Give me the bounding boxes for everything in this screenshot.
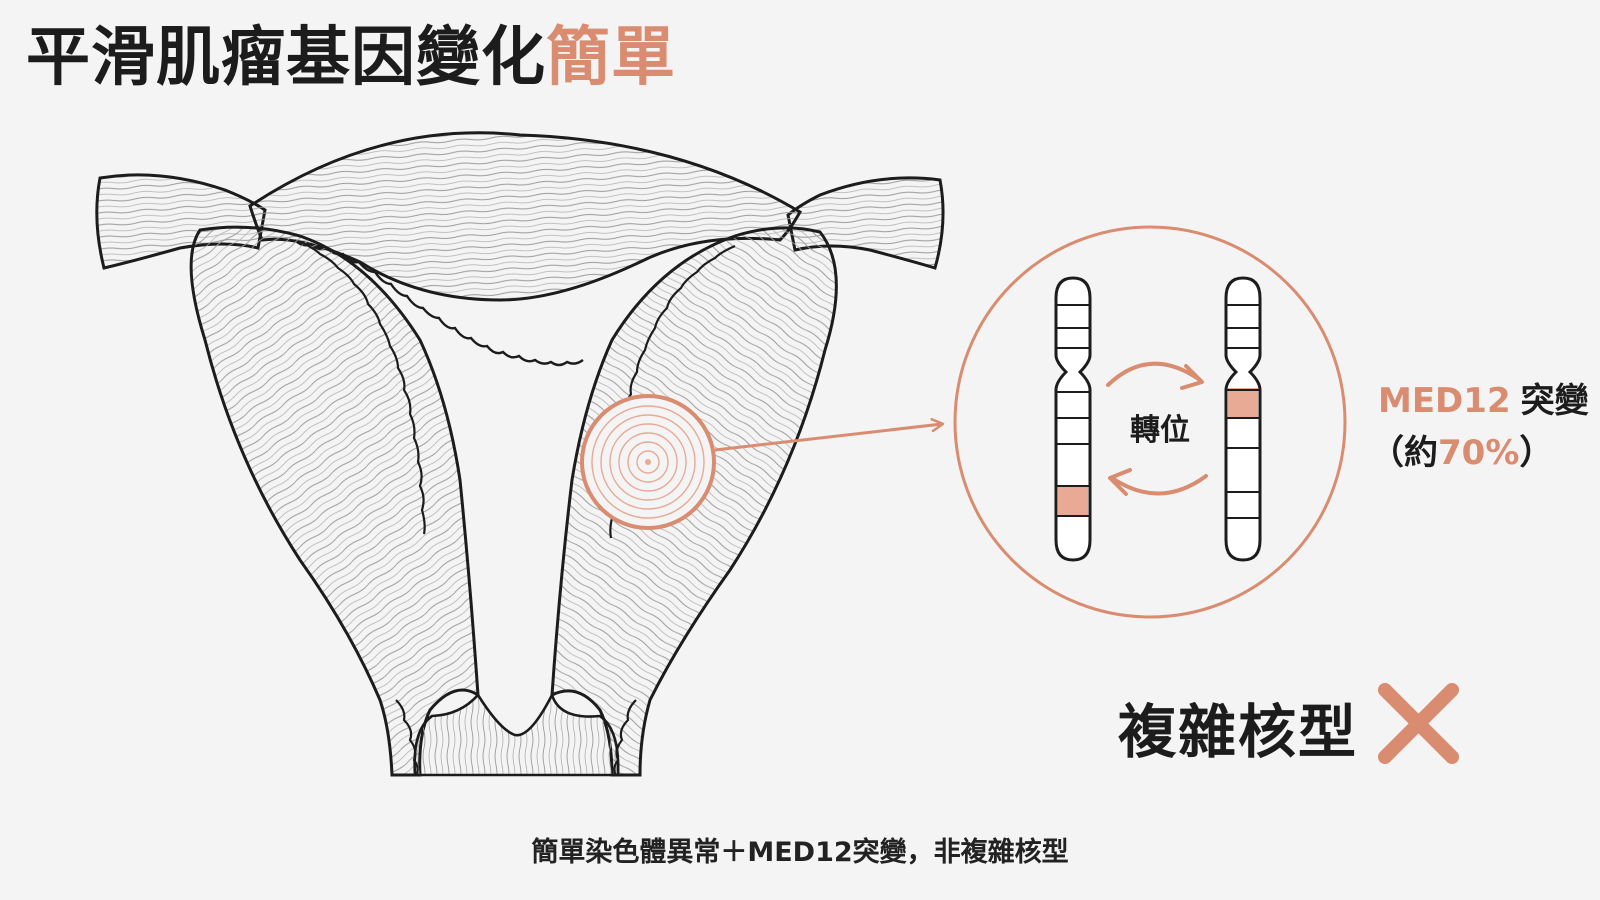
mutation-gene: MED12: [1378, 381, 1511, 421]
cervix: [413, 691, 620, 777]
mutation-word: 突變: [1521, 381, 1589, 421]
chromosome-right-mutation-band: [1228, 388, 1258, 418]
leiomyoma-tumor: [580, 394, 716, 530]
title-main: 平滑肌瘤基因變化: [26, 21, 546, 95]
pointer-arrow: [714, 424, 942, 452]
title-accent: 簡單: [546, 21, 676, 95]
percent-suffix: ）: [1519, 433, 1553, 473]
percent-prefix: （約: [1370, 433, 1438, 473]
caption: 簡單染色體異常＋MED12突變，非複雜核型: [531, 837, 1069, 868]
cervical-canal-right: [613, 699, 637, 777]
chromosome-left-mutation-band: [1058, 486, 1088, 516]
uterus-illustration: [95, 131, 945, 777]
mutation-frequency: （約70%）: [1370, 433, 1553, 473]
percent-value: 70%: [1438, 433, 1519, 473]
endometrium-left: [299, 240, 426, 535]
endometrium-top: [294, 239, 584, 367]
chromosome-left: [1054, 276, 1092, 562]
uterus-left-wall: [189, 225, 480, 777]
complex-karyotype-label: 複雜核型: [1118, 698, 1359, 766]
curved-arrows-icon: [1106, 361, 1208, 496]
x-mark-icon: [1378, 683, 1459, 764]
chromosome-zoom: 轉位: [953, 225, 1347, 619]
chromosome-right: [1224, 276, 1262, 562]
cervical-canal-left: [395, 699, 419, 777]
page-title: 平滑肌瘤基因變化簡單: [26, 20, 676, 97]
translocation-label: 轉位: [1130, 413, 1190, 448]
